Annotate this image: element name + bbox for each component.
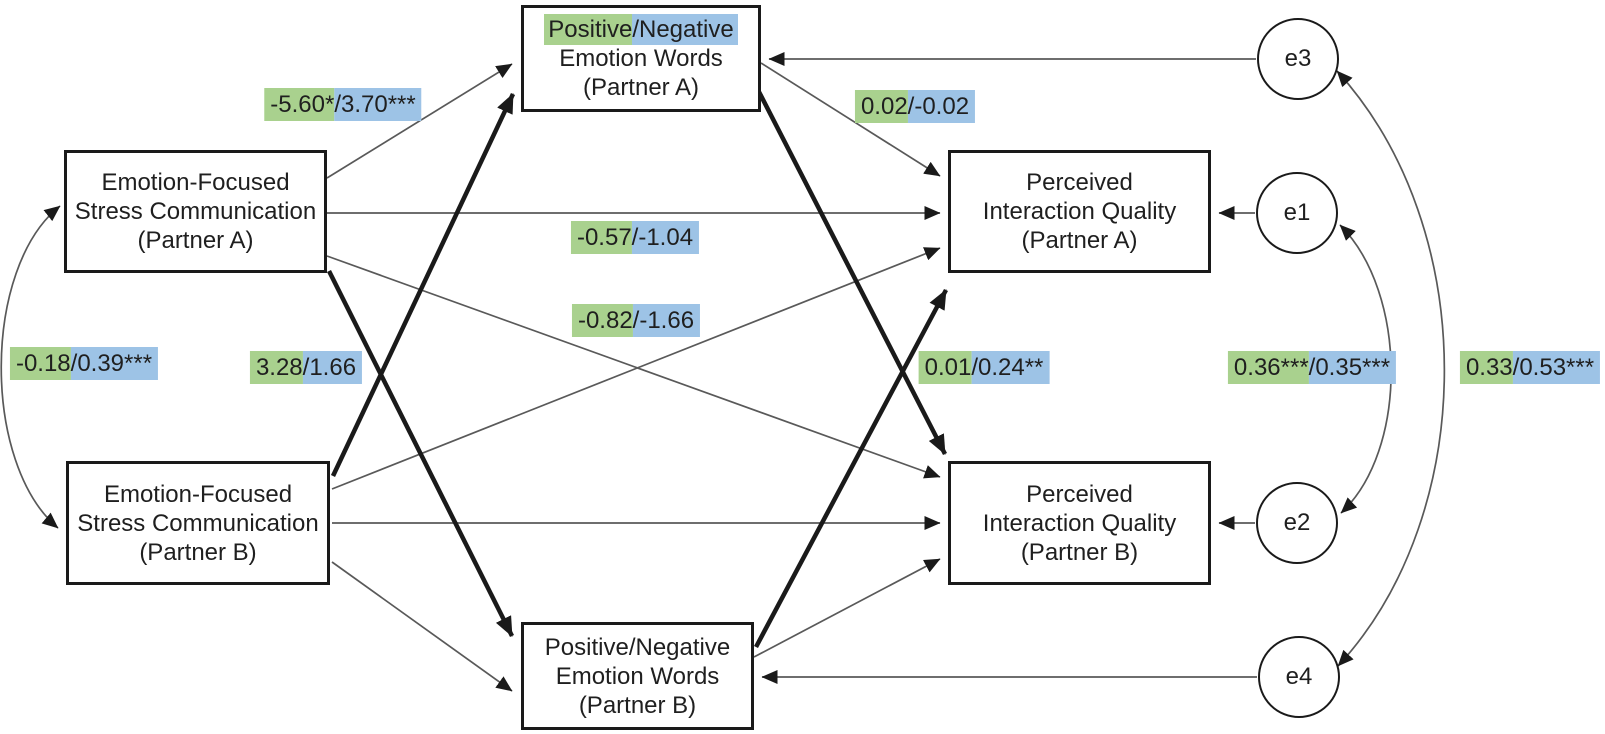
arrow-efscB-to-pnewA-bold — [330, 93, 516, 477]
box-text-line: Interaction Quality — [982, 198, 1177, 225]
coef-label-efsc-to-piq-partner: -0.82/-1.66 — [571, 304, 701, 337]
coef-label-efsc-to-piq-actor: -0.57/-1.04 — [570, 221, 700, 254]
box-text-line: (Partner A) — [1021, 227, 1138, 254]
arrow-pnewA-to-piqA — [760, 62, 941, 177]
coef-positive-model: 0.01 — [918, 351, 972, 384]
box-text-line: Emotion Words — [555, 662, 720, 690]
error-circle-e1: e1 — [1256, 172, 1338, 254]
coef-negative-model: /-1.04 — [631, 221, 700, 254]
coef-positive-model: 0.36*** — [1227, 351, 1309, 384]
coef-positive-model: -5.60* — [264, 88, 335, 121]
positive-highlight: Positive — [544, 14, 633, 45]
error-circle-e3: e3 — [1257, 18, 1339, 100]
coef-label-e1-e2-covariance: 0.36***/0.35*** — [1227, 351, 1397, 384]
box-perceived-interaction-quality-b: Perceived Interaction Quality (Partner B… — [948, 461, 1211, 585]
box-text-line: Positive/Negative — [544, 633, 731, 661]
box-emotion-focused-stress-communication-b: Emotion-Focused Stress Communication (Pa… — [66, 461, 330, 585]
coef-negative-model: /1.66 — [302, 351, 363, 384]
box-text-line: (Partner A) — [137, 227, 254, 254]
box-text-line: (Partner B) — [578, 691, 697, 719]
box-text-line: Emotion-Focused — [103, 480, 293, 508]
coef-label-efscA-to-pnewA: -5.60*/3.70*** — [264, 88, 422, 121]
error-circle-e4: e4 — [1258, 636, 1340, 718]
box-text-line: (Partner A) — [582, 74, 700, 101]
negative-highlight: /Negative — [632, 14, 738, 45]
box-text-line-highlighted: Positive/Negative — [544, 14, 738, 45]
coef-positive-model: 0.33 — [1459, 351, 1513, 384]
coef-positive-model: -0.82 — [571, 304, 633, 337]
arrow-pnewB-to-piqA-bold — [754, 288, 948, 649]
arrow-pnewA-to-piqB-bold — [754, 86, 948, 456]
arrow-efscB-to-pnewB — [331, 561, 513, 692]
box-perceived-interaction-quality-a: Perceived Interaction Quality (Partner A… — [948, 150, 1211, 273]
error-circle-e2: e2 — [1256, 482, 1338, 564]
covariance-efscA-efscB — [0, 205, 61, 529]
error-label: e1 — [1283, 199, 1311, 226]
coef-label-e3-e4-covariance: 0.33/0.53*** — [1459, 351, 1601, 384]
coef-negative-model: /0.39*** — [70, 347, 159, 380]
error-label: e3 — [1284, 45, 1312, 72]
coef-positive-model: -0.18 — [9, 347, 71, 380]
box-text-line: Perceived — [1026, 169, 1133, 196]
coef-label-pnewA-to-piqA: 0.02/-0.02 — [854, 90, 976, 123]
arrow-pnewB-to-piqB — [753, 558, 941, 658]
coef-negative-model: /-1.66 — [632, 304, 701, 337]
error-label: e4 — [1285, 663, 1313, 690]
coef-negative-model: /0.24** — [971, 351, 1050, 384]
arrow-efscA-to-piqB — [326, 255, 941, 479]
box-emotion-focused-stress-communication-a: Emotion-Focused Stress Communication (Pa… — [64, 150, 327, 273]
arrow-efscA-to-pnewA — [326, 63, 513, 179]
error-label: e2 — [1283, 509, 1311, 536]
box-emotion-words-b: Positive/Negative Emotion Words (Partner… — [521, 622, 754, 730]
box-text-line: (Partner B) — [1020, 538, 1139, 566]
box-text-line: Emotion-Focused — [101, 169, 290, 196]
coef-negative-model: /-0.02 — [907, 90, 976, 123]
box-emotion-words-a: Positive/Negative Emotion Words (Partner… — [521, 5, 761, 112]
box-text-line: Perceived — [1026, 480, 1133, 508]
box-text-line: Emotion Words — [559, 45, 723, 72]
box-text-line: Interaction Quality — [982, 509, 1177, 537]
coef-label-efsc-to-partner-words: 3.28/1.66 — [249, 351, 363, 384]
coef-positive-model: 0.02 — [854, 90, 908, 123]
box-text-line: (Partner B) — [139, 538, 257, 566]
coef-label-words-to-partner-piq: 0.01/0.24** — [918, 351, 1050, 384]
box-text-line: Stress Communication — [77, 509, 319, 537]
arrow-efscA-to-pnewB-bold — [326, 269, 515, 638]
coef-negative-model: /0.53*** — [1512, 351, 1601, 384]
coef-negative-model: /3.70*** — [334, 88, 422, 121]
coef-negative-model: /0.35*** — [1308, 351, 1397, 384]
coef-positive-model: -0.57 — [570, 221, 632, 254]
box-text-line: Stress Communication — [74, 198, 317, 225]
coef-label-efsc-covariance: -0.18/0.39*** — [9, 347, 159, 380]
coef-positive-model: 3.28 — [249, 351, 303, 384]
arrow-efscB-to-piqA — [331, 247, 941, 490]
covariance-e3-e4 — [1336, 70, 1446, 667]
